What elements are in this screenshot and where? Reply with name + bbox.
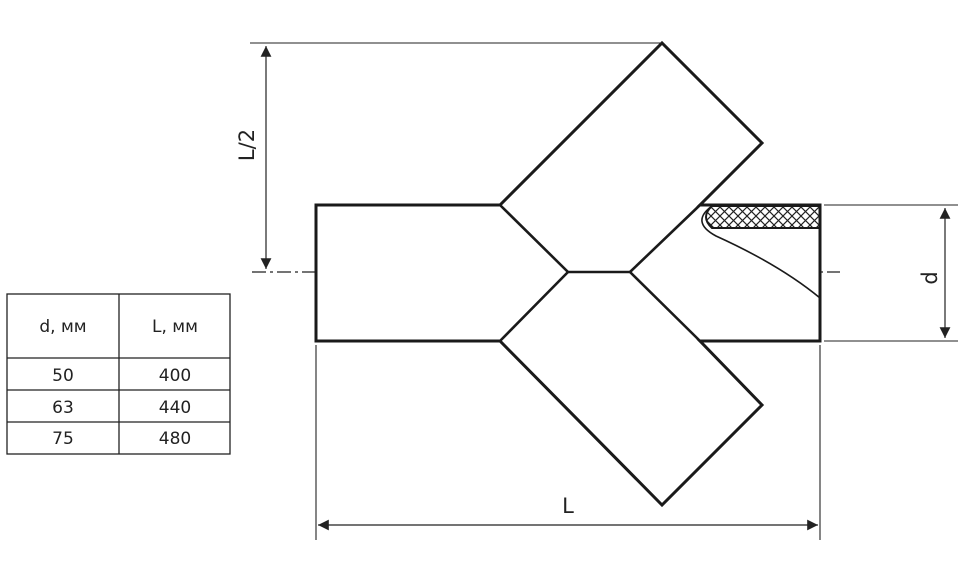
socket-seal-detail: [701, 205, 821, 299]
table-cell: 440: [159, 398, 191, 418]
length-label: L: [562, 494, 574, 518]
table-cell: 50: [52, 366, 74, 386]
dimension-diameter: [824, 204, 958, 342]
dimension-half-length: [250, 42, 662, 269]
table-cell: 480: [159, 429, 191, 449]
table-cell: 75: [52, 429, 74, 449]
fitting-body: [314, 40, 822, 508]
junction-lines: [499, 204, 701, 342]
table-cell: 400: [159, 366, 191, 386]
table-header-d: d, мм: [39, 317, 86, 337]
table-cell: 63: [52, 398, 74, 418]
table-header-l: L, мм: [152, 317, 198, 337]
diameter-label: d: [918, 271, 942, 284]
dimension-length: [315, 345, 821, 540]
size-table: [6, 293, 231, 455]
half-length-label: L/2: [235, 129, 259, 161]
